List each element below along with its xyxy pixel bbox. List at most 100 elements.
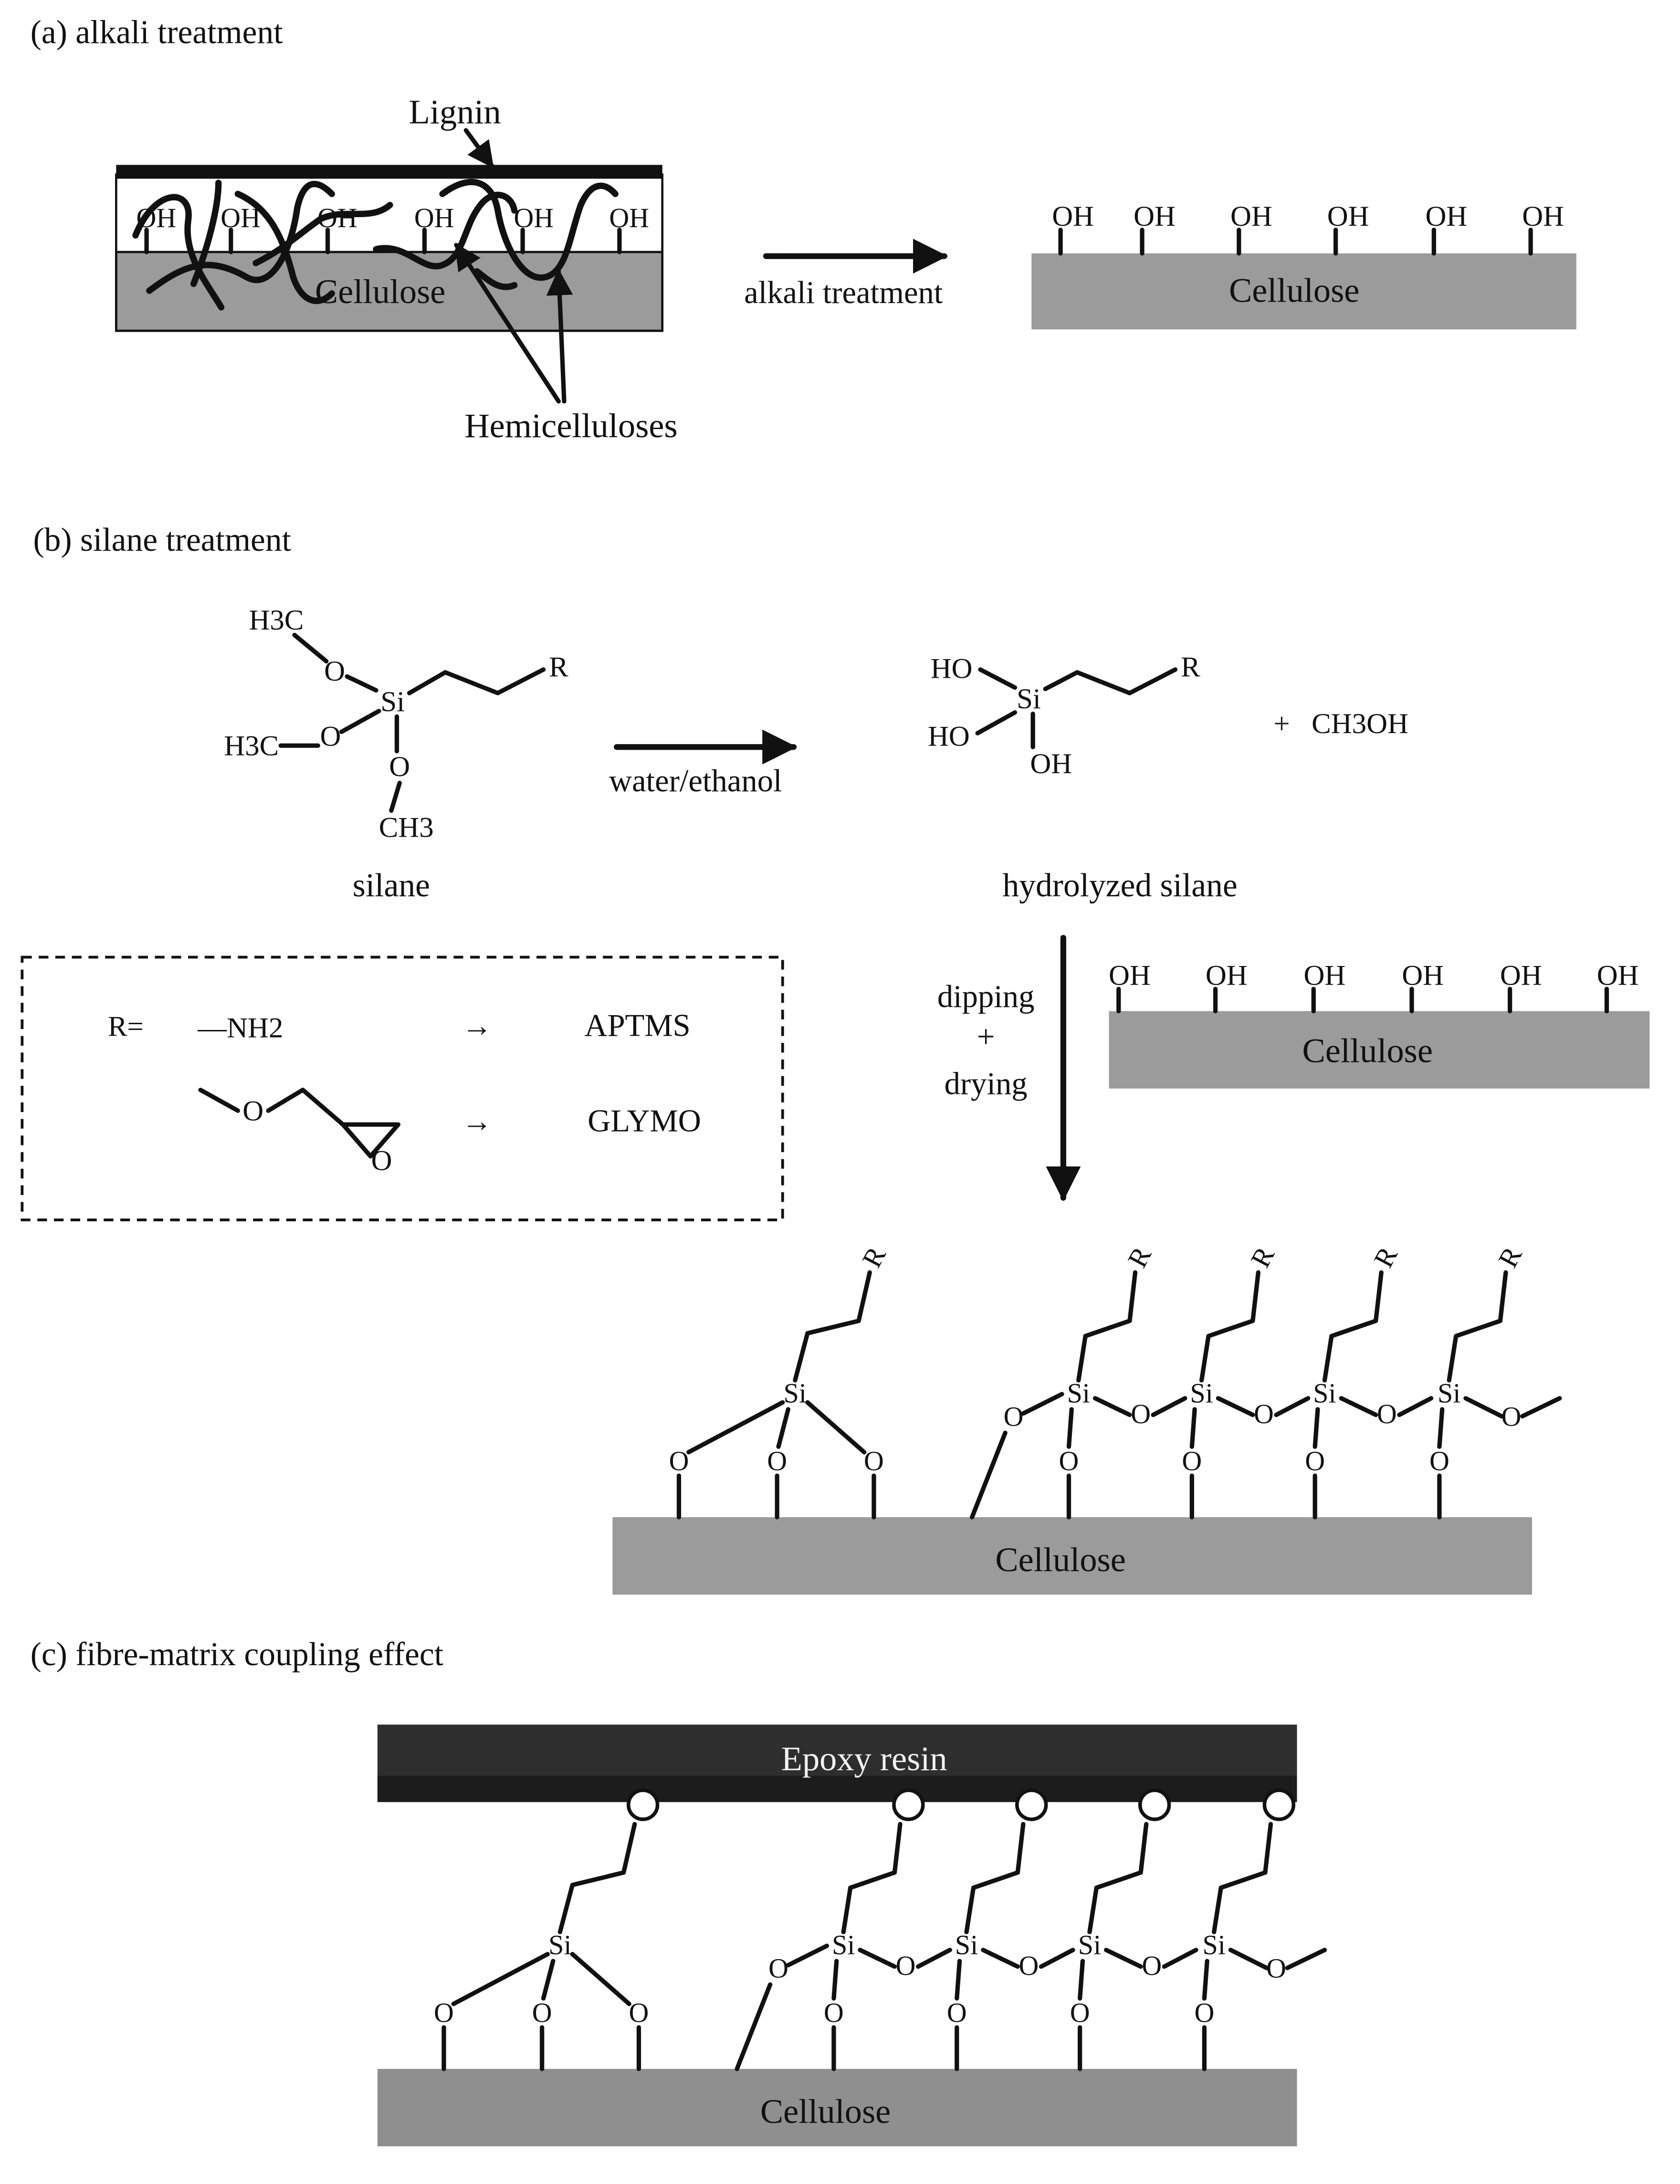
hydrolyzed-caption: hydrolyzed silane	[1003, 867, 1238, 904]
svg-text:OH: OH	[1327, 200, 1369, 232]
r-group: R	[856, 1241, 892, 1272]
o-atom: O	[1266, 1953, 1286, 1984]
oh-group: OH	[1109, 959, 1151, 1014]
bond	[1202, 1959, 1209, 2001]
svg-text:OH: OH	[1206, 959, 1248, 991]
methanol-byproduct: + CH3OH	[1273, 708, 1408, 740]
o-atom: O	[1004, 1401, 1024, 1432]
hemicellulose-label: Hemicelluloses	[464, 406, 677, 445]
bond	[1189, 1407, 1197, 1449]
oh-group: OH	[1522, 200, 1564, 256]
svg-text:+: +	[977, 1019, 995, 1054]
hemicellulose-pointer	[546, 269, 573, 404]
svg-text:OH: OH	[414, 202, 454, 233]
hydrolysis-arrow-label: water/ethanol	[609, 764, 782, 798]
si-atom: Si	[955, 1929, 978, 1960]
bond	[793, 1270, 872, 1383]
svg-text:OH: OH	[1052, 200, 1094, 232]
bond	[1437, 1407, 1445, 1449]
svg-text:OH: OH	[1522, 200, 1564, 232]
si-atom: Si	[1078, 1929, 1101, 1960]
bond	[1162, 1948, 1198, 1969]
bond	[805, 1400, 867, 1455]
bond	[1312, 1407, 1320, 1449]
epoxy-link-circle	[1262, 1788, 1296, 1821]
cellulose-slab	[1109, 1011, 1650, 1089]
svg-text:HO: HO	[931, 652, 973, 684]
bond	[1092, 1396, 1132, 1418]
svg-text:OH: OH	[1597, 959, 1639, 991]
bond	[1339, 1396, 1378, 1418]
si-atom: Si	[1190, 1377, 1213, 1408]
bond	[1076, 1270, 1138, 1383]
o-atom: O	[1182, 1445, 1202, 1476]
r-group: R	[1244, 1241, 1281, 1272]
svg-text:O: O	[320, 720, 341, 752]
si-atom: Si	[548, 1929, 571, 1960]
oh-groups: OH OH OH OH OH OH	[1052, 200, 1564, 256]
bond	[686, 1400, 785, 1455]
bond	[1216, 1396, 1255, 1418]
oh-group: OH	[317, 202, 357, 254]
epoxy-link-circle	[1015, 1788, 1048, 1821]
panel-b-label: (b) silane treatment	[33, 522, 291, 558]
si-atom: Si	[1313, 1377, 1336, 1408]
panel-c: (c) fibre-matrix coupling effect Epoxy r…	[31, 1636, 1327, 2147]
oh-groups: OH OH OH OH OH OH	[136, 202, 649, 254]
o-atom: O	[1059, 1445, 1079, 1476]
svg-text:R=: R=	[108, 1011, 144, 1043]
cellulose-with-oh: Cellulose OH OH OH OH OH OH	[1109, 959, 1650, 1089]
bond	[1520, 1396, 1562, 1419]
aptms-label: APTMS	[584, 1008, 690, 1043]
o-atom: O	[896, 1950, 916, 1981]
o-atom: O	[669, 1445, 689, 1476]
bond	[1463, 1396, 1504, 1419]
si-atom: Si	[1438, 1377, 1460, 1408]
oh-group: OH	[1425, 200, 1467, 256]
bond	[1104, 1948, 1143, 1969]
bond	[735, 1982, 773, 2071]
cellulose-label: Cellulose	[760, 2092, 891, 2131]
svg-text:R: R	[549, 651, 568, 683]
svg-text:Si: Si	[1017, 683, 1041, 715]
bond	[1285, 1948, 1327, 1970]
bond	[831, 1959, 839, 2001]
alkali-arrow-label: alkali treatment	[744, 275, 943, 310]
r-group: R	[1122, 1241, 1158, 1272]
silane-caption: silane	[353, 867, 430, 904]
o-atom: O	[824, 1997, 844, 2028]
bond	[955, 1959, 962, 2001]
hemicellulose-chains	[132, 178, 619, 311]
panel-c-label: (c) fibre-matrix coupling effect	[31, 1636, 443, 1673]
o-atom: O	[1254, 1398, 1274, 1429]
svg-text:O: O	[389, 751, 410, 783]
svg-text:OH: OH	[1134, 200, 1176, 232]
svg-text:OH: OH	[1425, 200, 1467, 232]
svg-text:HO: HO	[928, 720, 970, 752]
svg-text:drying: drying	[945, 1066, 1028, 1101]
oh-group: OH	[1304, 959, 1345, 1014]
o-atom: O	[434, 1997, 454, 2028]
oh-group: OH	[609, 202, 649, 254]
cellulose-slab	[1031, 253, 1576, 330]
svg-text:H3C: H3C	[249, 604, 304, 636]
bond	[1447, 1270, 1508, 1383]
o-atom: O	[532, 1997, 552, 2028]
oh-group: OH	[414, 202, 454, 254]
o-atom: O	[1019, 1950, 1039, 1981]
oh-group: OH	[1052, 200, 1094, 256]
svg-text:OH: OH	[1500, 959, 1542, 991]
o-atom: O	[947, 1997, 967, 2028]
svg-text:OH: OH	[1030, 748, 1072, 780]
legend-box	[21, 956, 784, 1221]
bond	[1274, 1396, 1311, 1418]
r-group: R	[1367, 1241, 1404, 1272]
bond	[570, 1952, 631, 2006]
svg-text:OH: OH	[1402, 959, 1444, 991]
